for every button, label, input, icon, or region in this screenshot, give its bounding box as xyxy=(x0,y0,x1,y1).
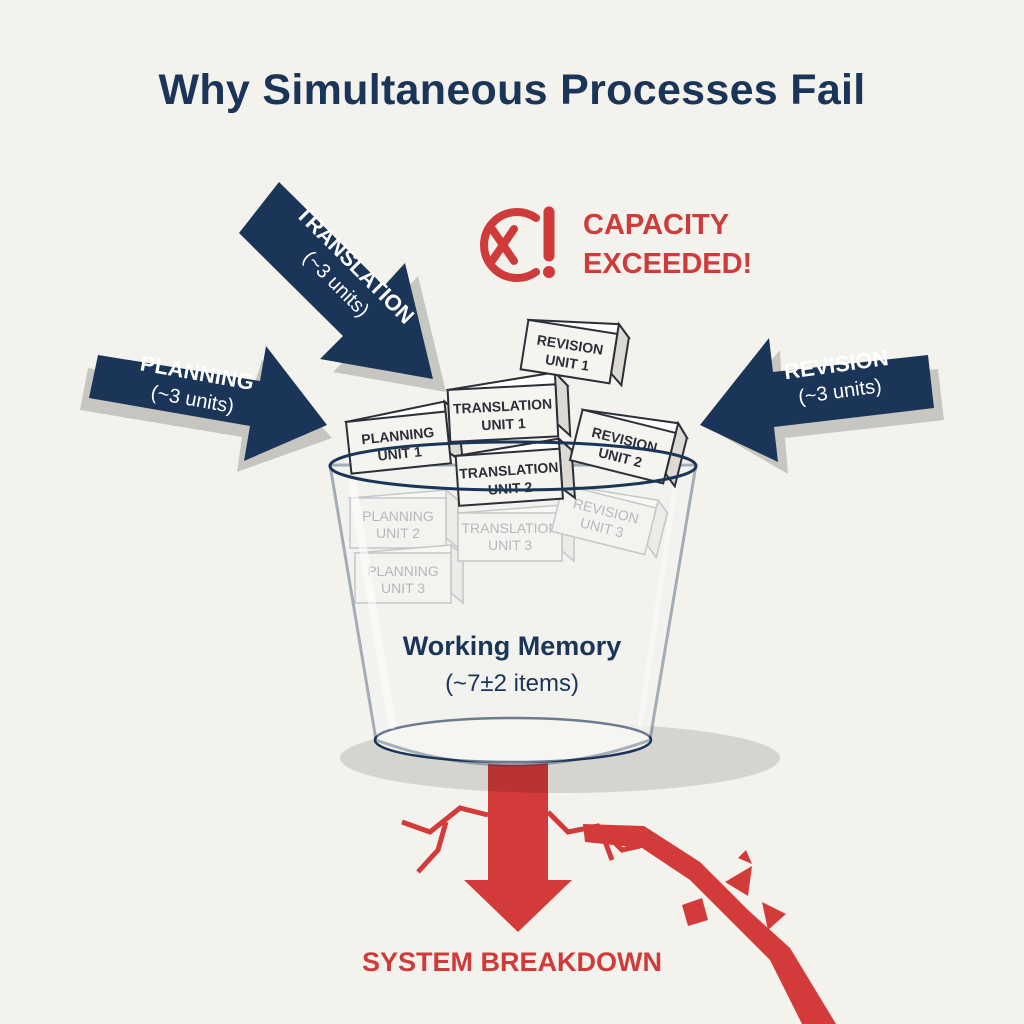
block-translation-unit-2-line1: TRANSLATION xyxy=(459,459,559,482)
block-revision-unit-1-line2: UNIT 1 xyxy=(544,351,591,374)
block-planning-unit-2-line2: UNIT 2 xyxy=(376,525,420,541)
block-revision-unit-1: REVISION UNIT 1 xyxy=(519,318,631,388)
block-translation-unit-2-line2: UNIT 2 xyxy=(487,479,533,498)
container-rim xyxy=(328,440,698,492)
block-planning-unit-1: PLANNING UNIT 1 xyxy=(343,399,465,475)
working-memory-label: Working Memory xyxy=(403,631,622,661)
alert-line-1: CAPACITY xyxy=(583,209,729,241)
block-planning-unit-3-line1: PLANNING xyxy=(367,563,439,579)
capacity-alert: CAPACITY EXCEEDED! xyxy=(480,206,752,282)
block-planning-unit-1-line1: PLANNING xyxy=(361,424,435,448)
block-revision-unit-3: REVISION UNIT 3 xyxy=(550,483,670,560)
block-translation-unit-1-line2: UNIT 1 xyxy=(481,415,526,433)
working-memory-container: PLANNING UNIT 2 PLANNING UNIT 3 TRANSLAT… xyxy=(328,463,780,793)
block-translation-unit-3-line1: TRANSLATION xyxy=(462,520,559,536)
block-planning-unit-2-line1: PLANNING xyxy=(362,508,434,524)
block-planning-unit-3-line2: UNIT 3 xyxy=(381,580,425,596)
revision-arrow: REVISION (~3 units) xyxy=(700,338,934,462)
breakdown-graphic xyxy=(401,760,836,1024)
block-planning-unit-2: PLANNING UNIT 2 xyxy=(348,488,460,550)
block-translation-unit-1-line1: TRANSLATION xyxy=(453,396,553,417)
block-translation-unit-2: TRANSLATION UNIT 2 xyxy=(453,436,577,507)
block-translation-unit-3-line2: UNIT 3 xyxy=(488,537,532,553)
system-breakdown-label: SYSTEM BREAKDOWN xyxy=(362,947,662,977)
capacity-error-icon xyxy=(480,206,555,282)
block-revision-unit-2: REVISION UNIT 2 xyxy=(568,408,689,489)
block-translation-unit-1: TRANSLATION UNIT 1 xyxy=(445,369,572,443)
block-translation-unit-3: TRANSLATION UNIT 3 xyxy=(456,503,576,563)
alert-line-2: EXCEEDED! xyxy=(583,248,752,280)
working-memory-capacity: (~7±2 items) xyxy=(445,670,579,697)
page-title: Why Simultaneous Processes Fail xyxy=(158,66,866,114)
